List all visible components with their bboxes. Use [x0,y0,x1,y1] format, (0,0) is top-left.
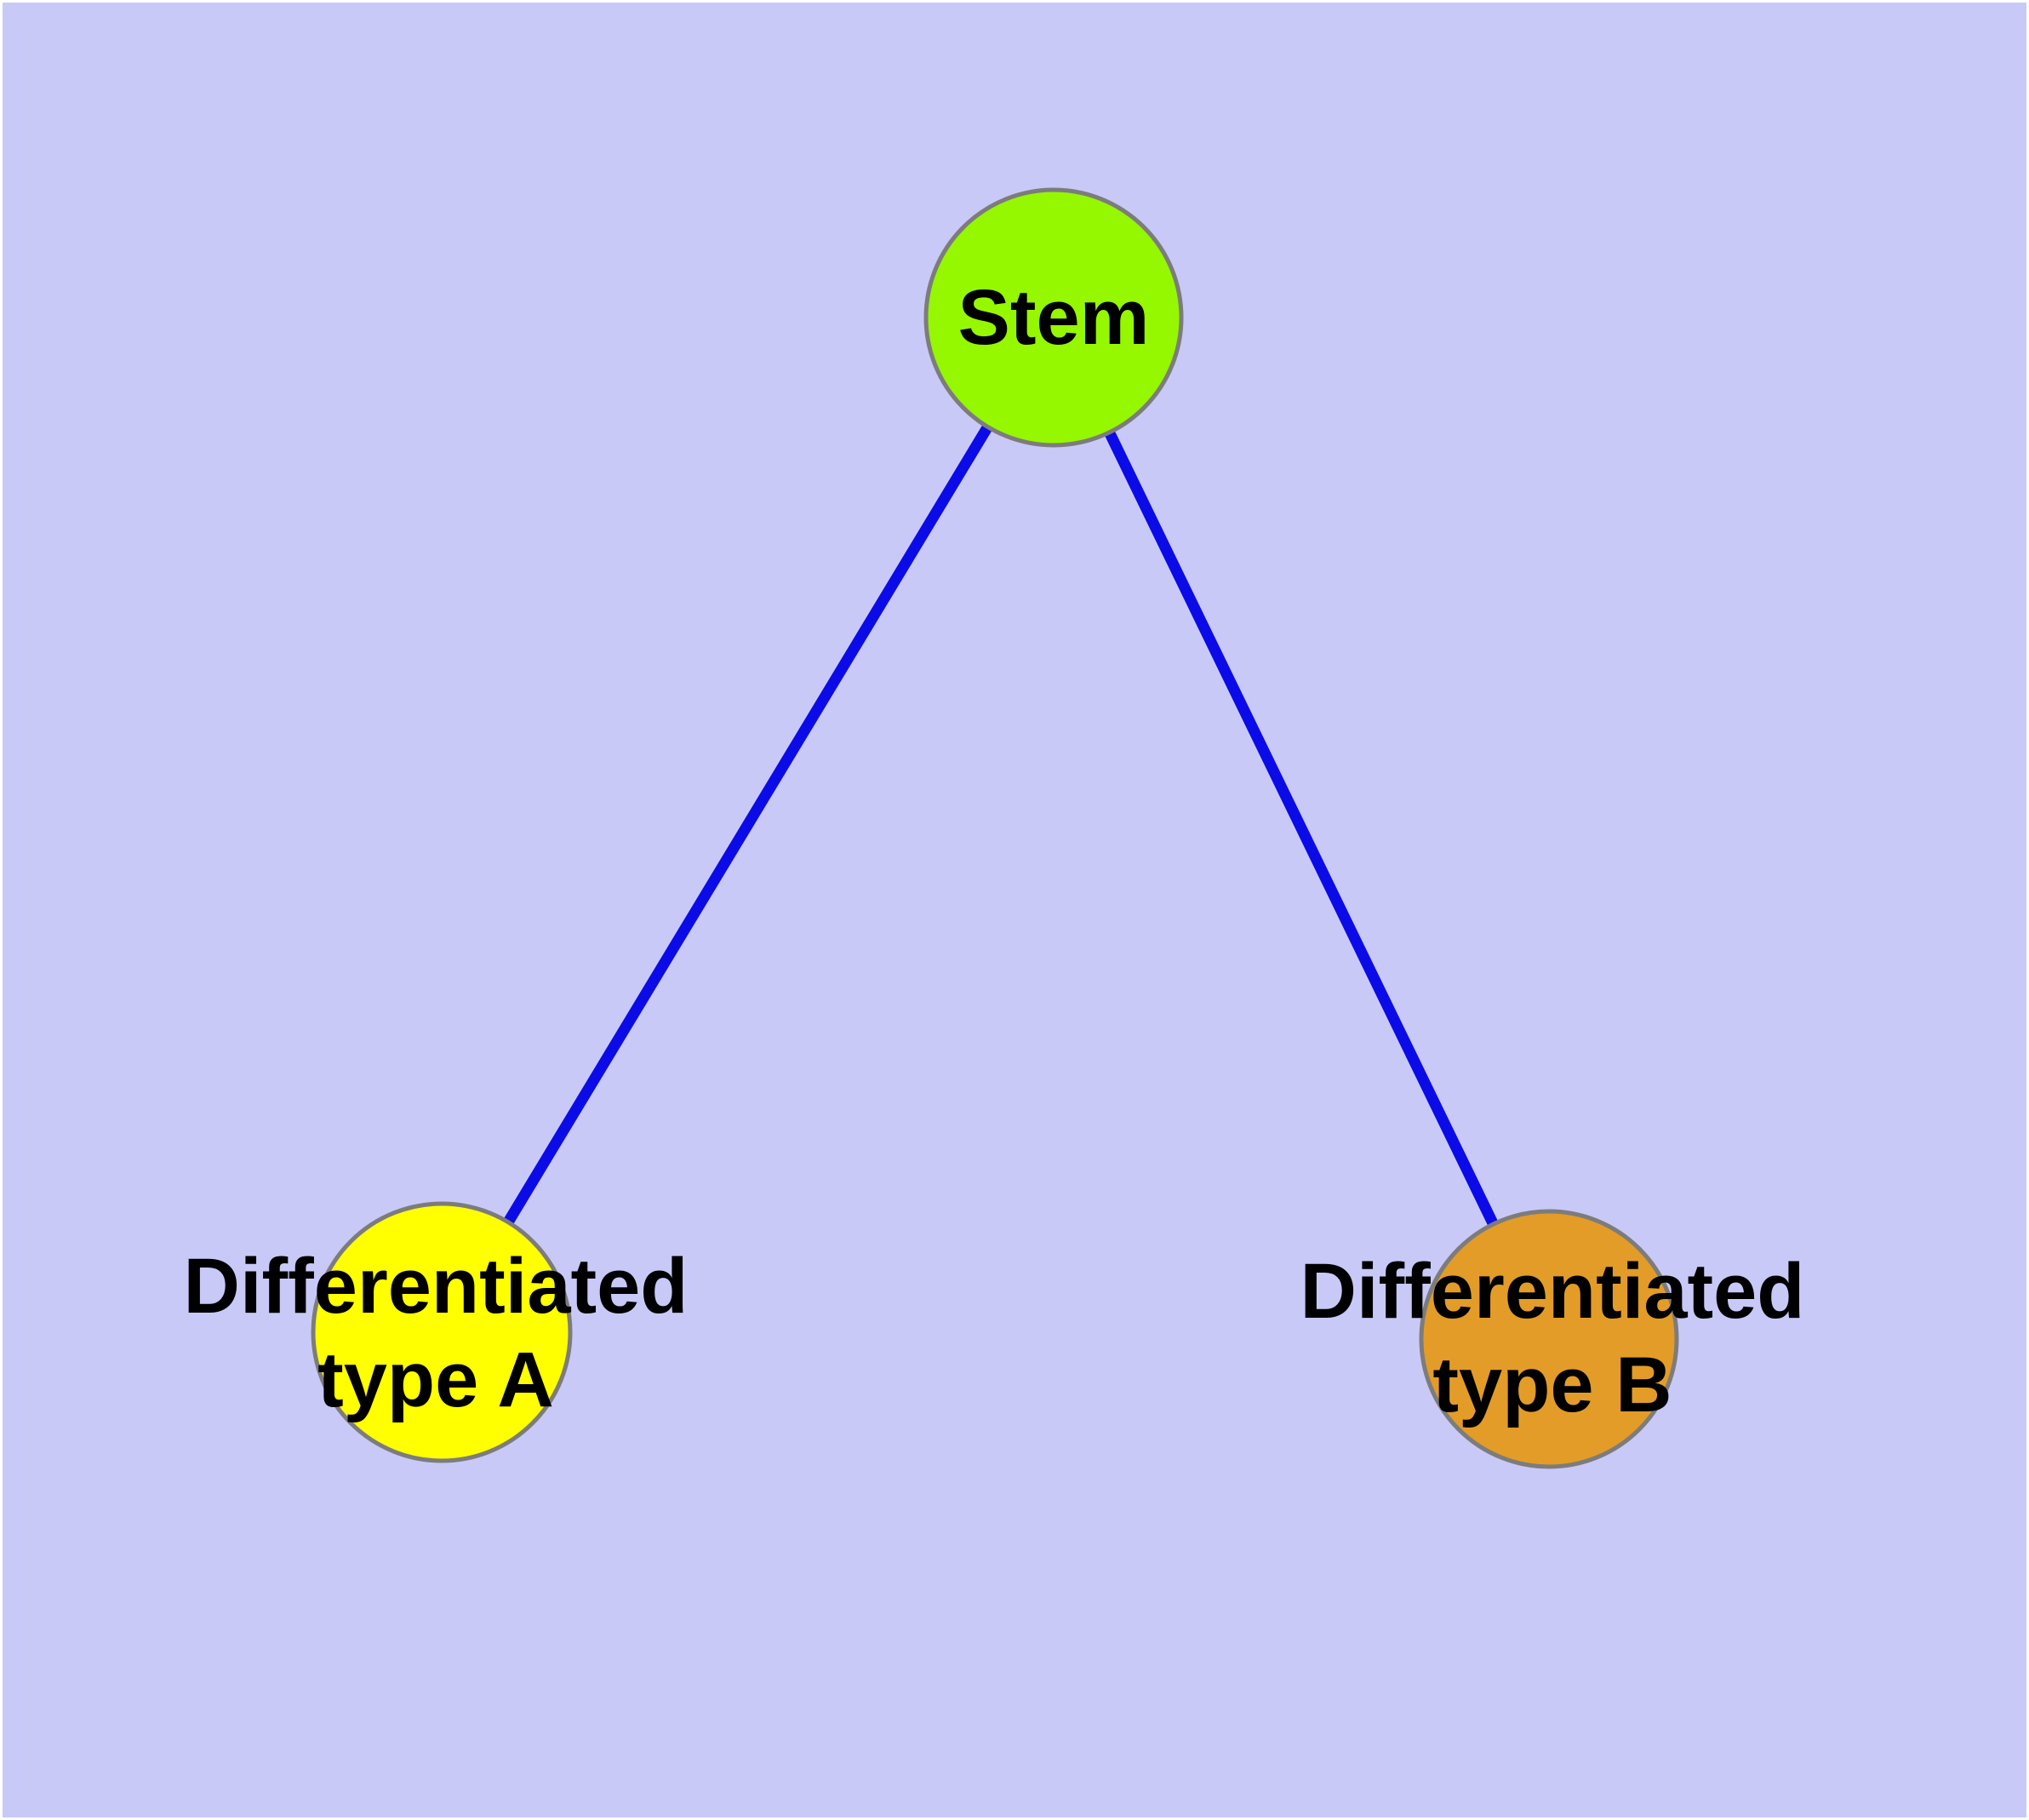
type-b-label-line1: Differentiated [1300,1248,1805,1335]
type-b-node [1419,1209,1679,1469]
type-a-node [311,1201,573,1463]
stem-node-label: Stem [957,274,1150,361]
edge-stem-to-type-b [1049,315,1554,1342]
type-a-label-line2: type A [317,1336,554,1423]
type-b-node-label: Differentiated type B [1300,1245,1805,1432]
type-a-node-label: Differentiated type A [184,1239,689,1427]
type-a-label-line1: Differentiated [183,1243,689,1330]
type-b-label-line2: type B [1432,1342,1672,1428]
edge-stem-to-type-a [437,314,1059,1336]
stem-node [923,187,1184,448]
